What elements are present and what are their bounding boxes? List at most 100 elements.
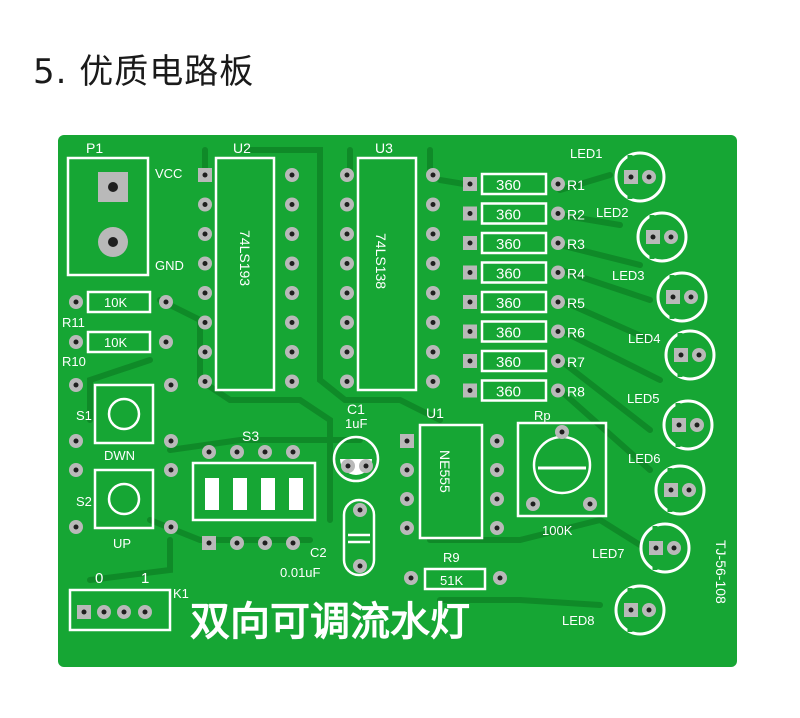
pad-hole — [81, 609, 87, 615]
led-outline — [614, 151, 666, 203]
misc-pads — [69, 295, 597, 619]
pad-hole — [262, 540, 268, 546]
pad-hole — [202, 261, 208, 266]
pad-hole — [430, 202, 436, 207]
c1-label: C1 — [347, 401, 365, 417]
pad-hole — [494, 467, 500, 473]
rp-value: 100K — [542, 523, 573, 538]
dip-pads — [198, 168, 504, 535]
k1-label: K1 — [173, 586, 189, 601]
pad-hole — [555, 240, 561, 246]
pad-hole — [202, 231, 208, 237]
resistor-outline — [480, 290, 548, 314]
pad-hole — [430, 172, 436, 178]
pad-hole — [73, 299, 79, 305]
pad-hole — [668, 487, 674, 493]
pad-hole — [344, 349, 350, 355]
pad-hole — [168, 382, 174, 388]
pad-hole — [344, 379, 350, 384]
led-label: LED4 — [628, 331, 661, 346]
k1-one-label: 1 — [141, 570, 149, 587]
pad-hole — [202, 320, 208, 325]
pad-hole — [234, 449, 240, 455]
pad-hole — [678, 352, 684, 358]
pad-hole — [676, 422, 682, 428]
c1-value: 1uF — [345, 416, 367, 431]
resistor-outline — [480, 320, 548, 343]
pad-hole — [467, 388, 473, 393]
pad-hole — [688, 294, 694, 300]
u1-chip-label: NE555 — [437, 450, 453, 493]
pad-hole — [168, 467, 174, 473]
pad-hole — [467, 358, 473, 364]
pad-hole — [73, 438, 79, 444]
pad-hole — [650, 234, 656, 240]
pad-hole — [290, 540, 296, 546]
pad-hole — [646, 607, 652, 613]
pad-hole — [430, 320, 436, 325]
led-outline — [639, 522, 691, 574]
pad-hole — [363, 463, 369, 469]
r11-label: R11 — [62, 315, 85, 330]
resistor-label: R1 — [567, 177, 585, 193]
led-outline — [664, 329, 716, 381]
pad-hole — [646, 174, 652, 180]
pad-hole — [430, 290, 436, 296]
pad-hole — [101, 609, 107, 615]
s3-label: S3 — [242, 428, 259, 444]
pad-hole — [202, 290, 208, 296]
c2-label: C2 — [310, 545, 327, 560]
pad-hole — [73, 382, 79, 388]
r11-value: 10K — [104, 295, 127, 310]
resistor-value: 360 — [496, 325, 521, 342]
s1-label: S1 — [76, 408, 92, 423]
s1-button-label: DWN — [104, 448, 135, 463]
led-outline — [654, 464, 706, 516]
u3-chip-label: 74LS138 — [373, 233, 389, 289]
pad-hole — [628, 174, 634, 180]
pad-hole — [73, 467, 79, 473]
pad-hole — [628, 607, 634, 613]
resistor-outline — [480, 231, 548, 255]
r9-label: R9 — [443, 550, 460, 565]
pad-hole — [555, 329, 561, 334]
board-title: 双向可调流水灯 — [190, 600, 470, 644]
pad-hole — [494, 438, 500, 444]
board-id: TJ-56-108 — [713, 540, 729, 604]
led-label: LED3 — [612, 268, 645, 283]
pad-hole — [430, 379, 436, 384]
pad-hole — [344, 202, 350, 207]
page-heading: 5. 优质电路板 — [33, 52, 255, 92]
s2-button-label: UP — [113, 536, 131, 551]
pad-hole — [289, 349, 295, 355]
pad-hole — [696, 352, 702, 358]
resistor-label: R4 — [567, 266, 585, 282]
led-outline — [614, 584, 666, 636]
pad-hole — [168, 438, 174, 444]
pad-hole — [404, 467, 410, 473]
pad-hole — [467, 329, 473, 334]
pad-hole — [467, 211, 473, 216]
pad-hole — [668, 234, 674, 240]
resistor-outline — [480, 172, 548, 196]
c2-value: 0.01uF — [280, 565, 321, 580]
pad-hole — [670, 294, 676, 300]
resistor-label: R8 — [567, 384, 585, 400]
pad-hole — [430, 261, 436, 266]
r10-label: R10 — [62, 354, 86, 369]
pad-hole — [555, 299, 561, 305]
pad-hole — [202, 202, 208, 207]
pad-hole — [555, 358, 561, 364]
led-label: LED6 — [628, 451, 661, 466]
resistor-outline — [480, 379, 548, 402]
pad-hole — [467, 299, 473, 305]
pad-hole — [686, 487, 692, 493]
gnd-label: GND — [155, 258, 184, 273]
resistor-outline — [480, 261, 548, 284]
pad-hole — [404, 525, 410, 531]
pad-hole — [559, 429, 565, 435]
pad-hole — [289, 172, 295, 178]
